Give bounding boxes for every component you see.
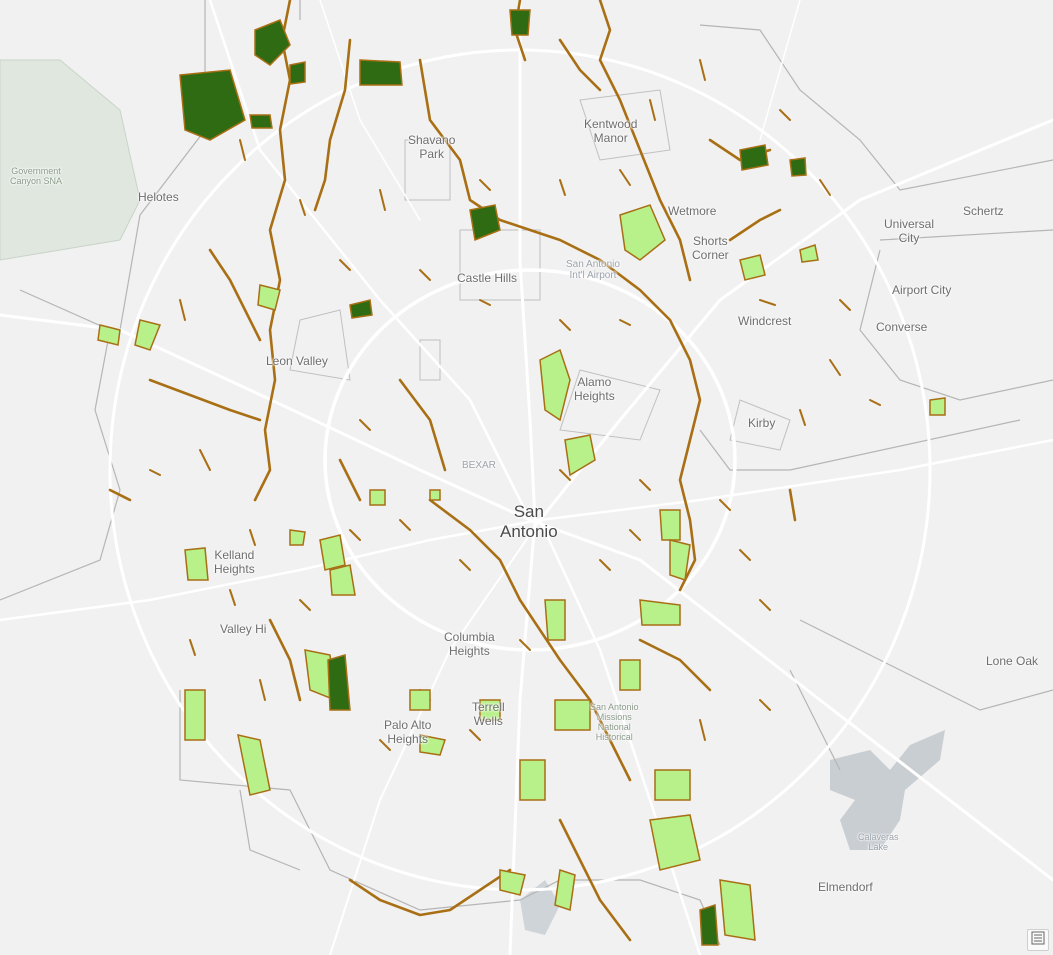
- municipal-outlines: [289, 89, 791, 451]
- stream-buffers: [108, 0, 797, 942]
- calaveras-lake: [830, 730, 945, 850]
- vegetation-light: [97, 204, 946, 941]
- government-canyon-park: [0, 59, 141, 261]
- lake-south: [520, 880, 560, 935]
- legend-icon: [1031, 931, 1045, 950]
- legend-button[interactable]: [1027, 929, 1049, 951]
- vegetation-dark: [179, 9, 807, 946]
- buffer-fragments: [149, 59, 881, 751]
